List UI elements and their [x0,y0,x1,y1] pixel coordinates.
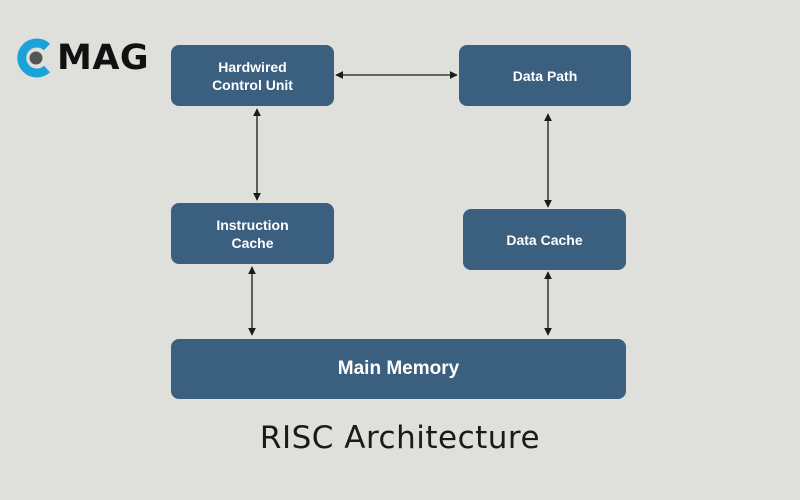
node-instruction-cache: Instruction Cache [171,203,334,264]
node-label: Data Path [512,67,578,84]
node-label: Instruction Cache [216,216,289,251]
node-label: Data Cache [506,231,583,248]
node-data-path: Data Path [459,45,631,106]
node-hardwired-control-unit: Hardwired Control Unit [171,45,334,106]
node-data-cache: Data Cache [463,209,626,270]
brand-logo: MAG [16,36,149,80]
node-main-memory: Main Memory [171,339,626,399]
logo-text: MAG [57,37,150,78]
node-label: Main Memory [337,358,460,379]
diagram-title: RISC Architecture [259,420,541,456]
logo-mark-icon [17,38,51,78]
node-label: Hardwired Control Unit [212,58,293,93]
